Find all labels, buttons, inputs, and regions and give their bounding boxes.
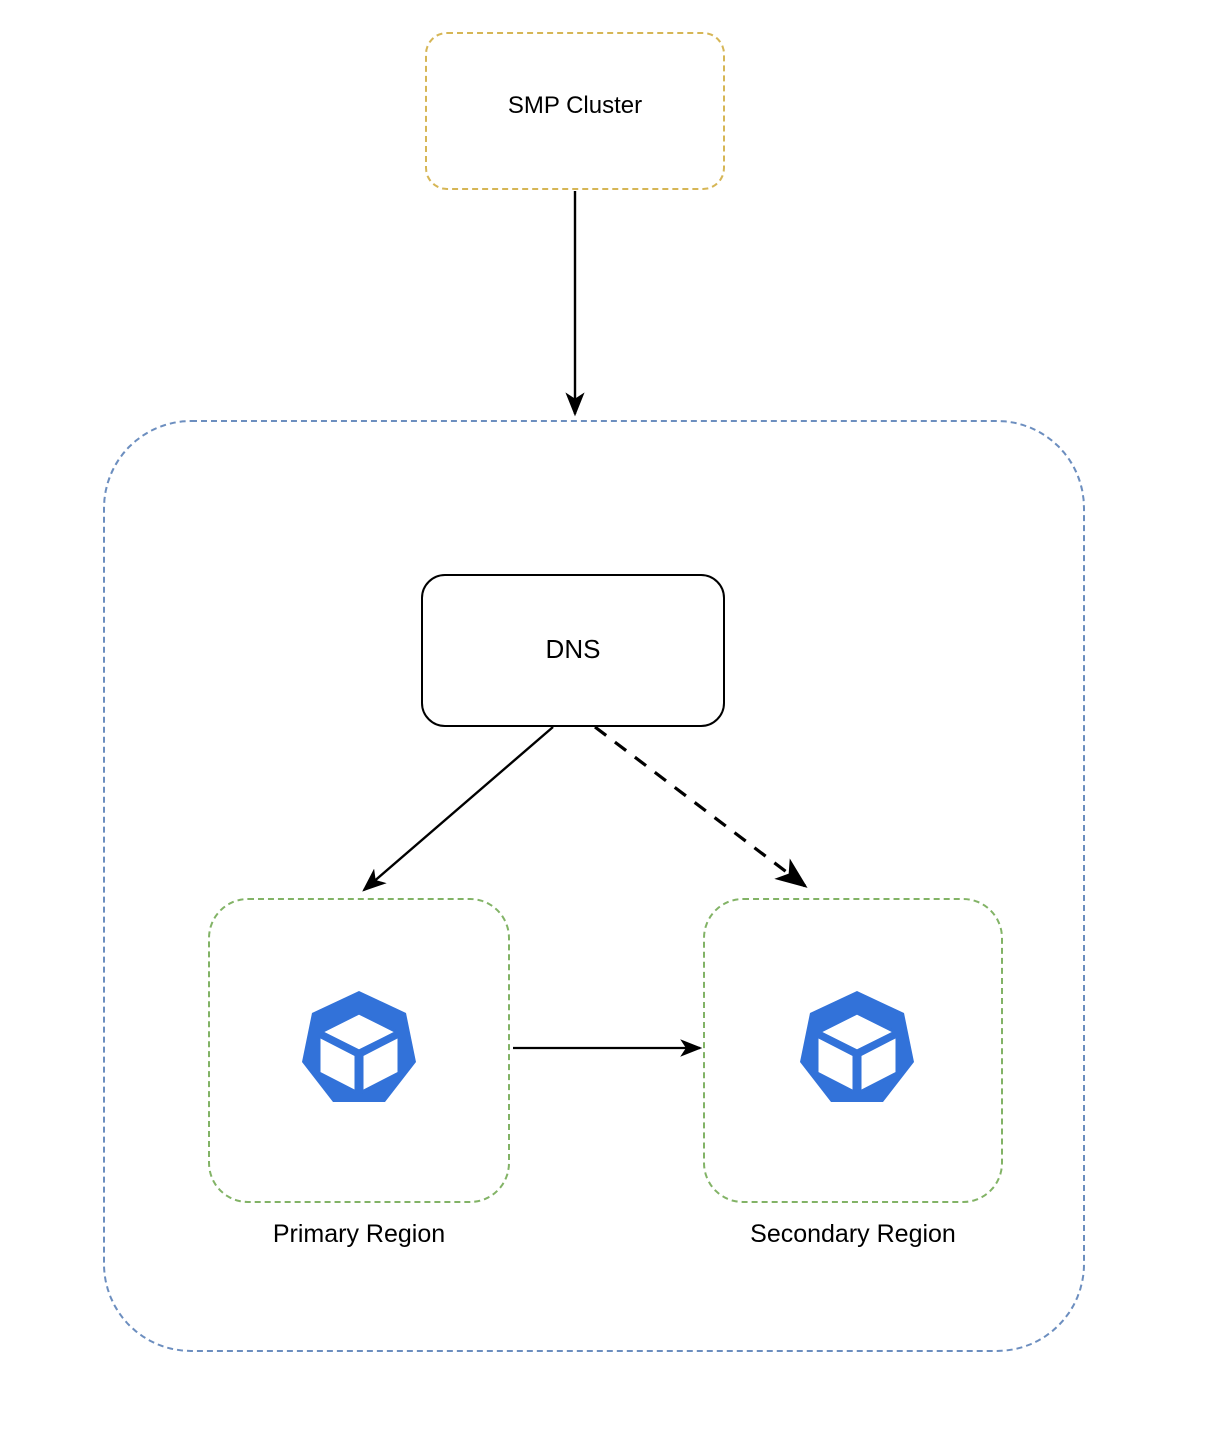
cloud-boundary-container	[103, 420, 1085, 1352]
kubernetes-icon	[302, 991, 416, 1102]
secondary-region-box[interactable]	[703, 898, 1003, 1203]
smp-cluster-label: SMP Cluster	[507, 92, 643, 119]
primary-region-box[interactable]	[208, 898, 510, 1203]
secondary-region-caption: Secondary Region	[750, 1220, 956, 1248]
smp-cluster-node[interactable]: SMP Cluster	[425, 32, 725, 190]
kubernetes-icon	[800, 991, 914, 1102]
dns-label: DNS	[545, 634, 601, 664]
dns-node[interactable]: DNS	[421, 574, 725, 727]
primary-region-caption: Primary Region	[272, 1220, 446, 1248]
